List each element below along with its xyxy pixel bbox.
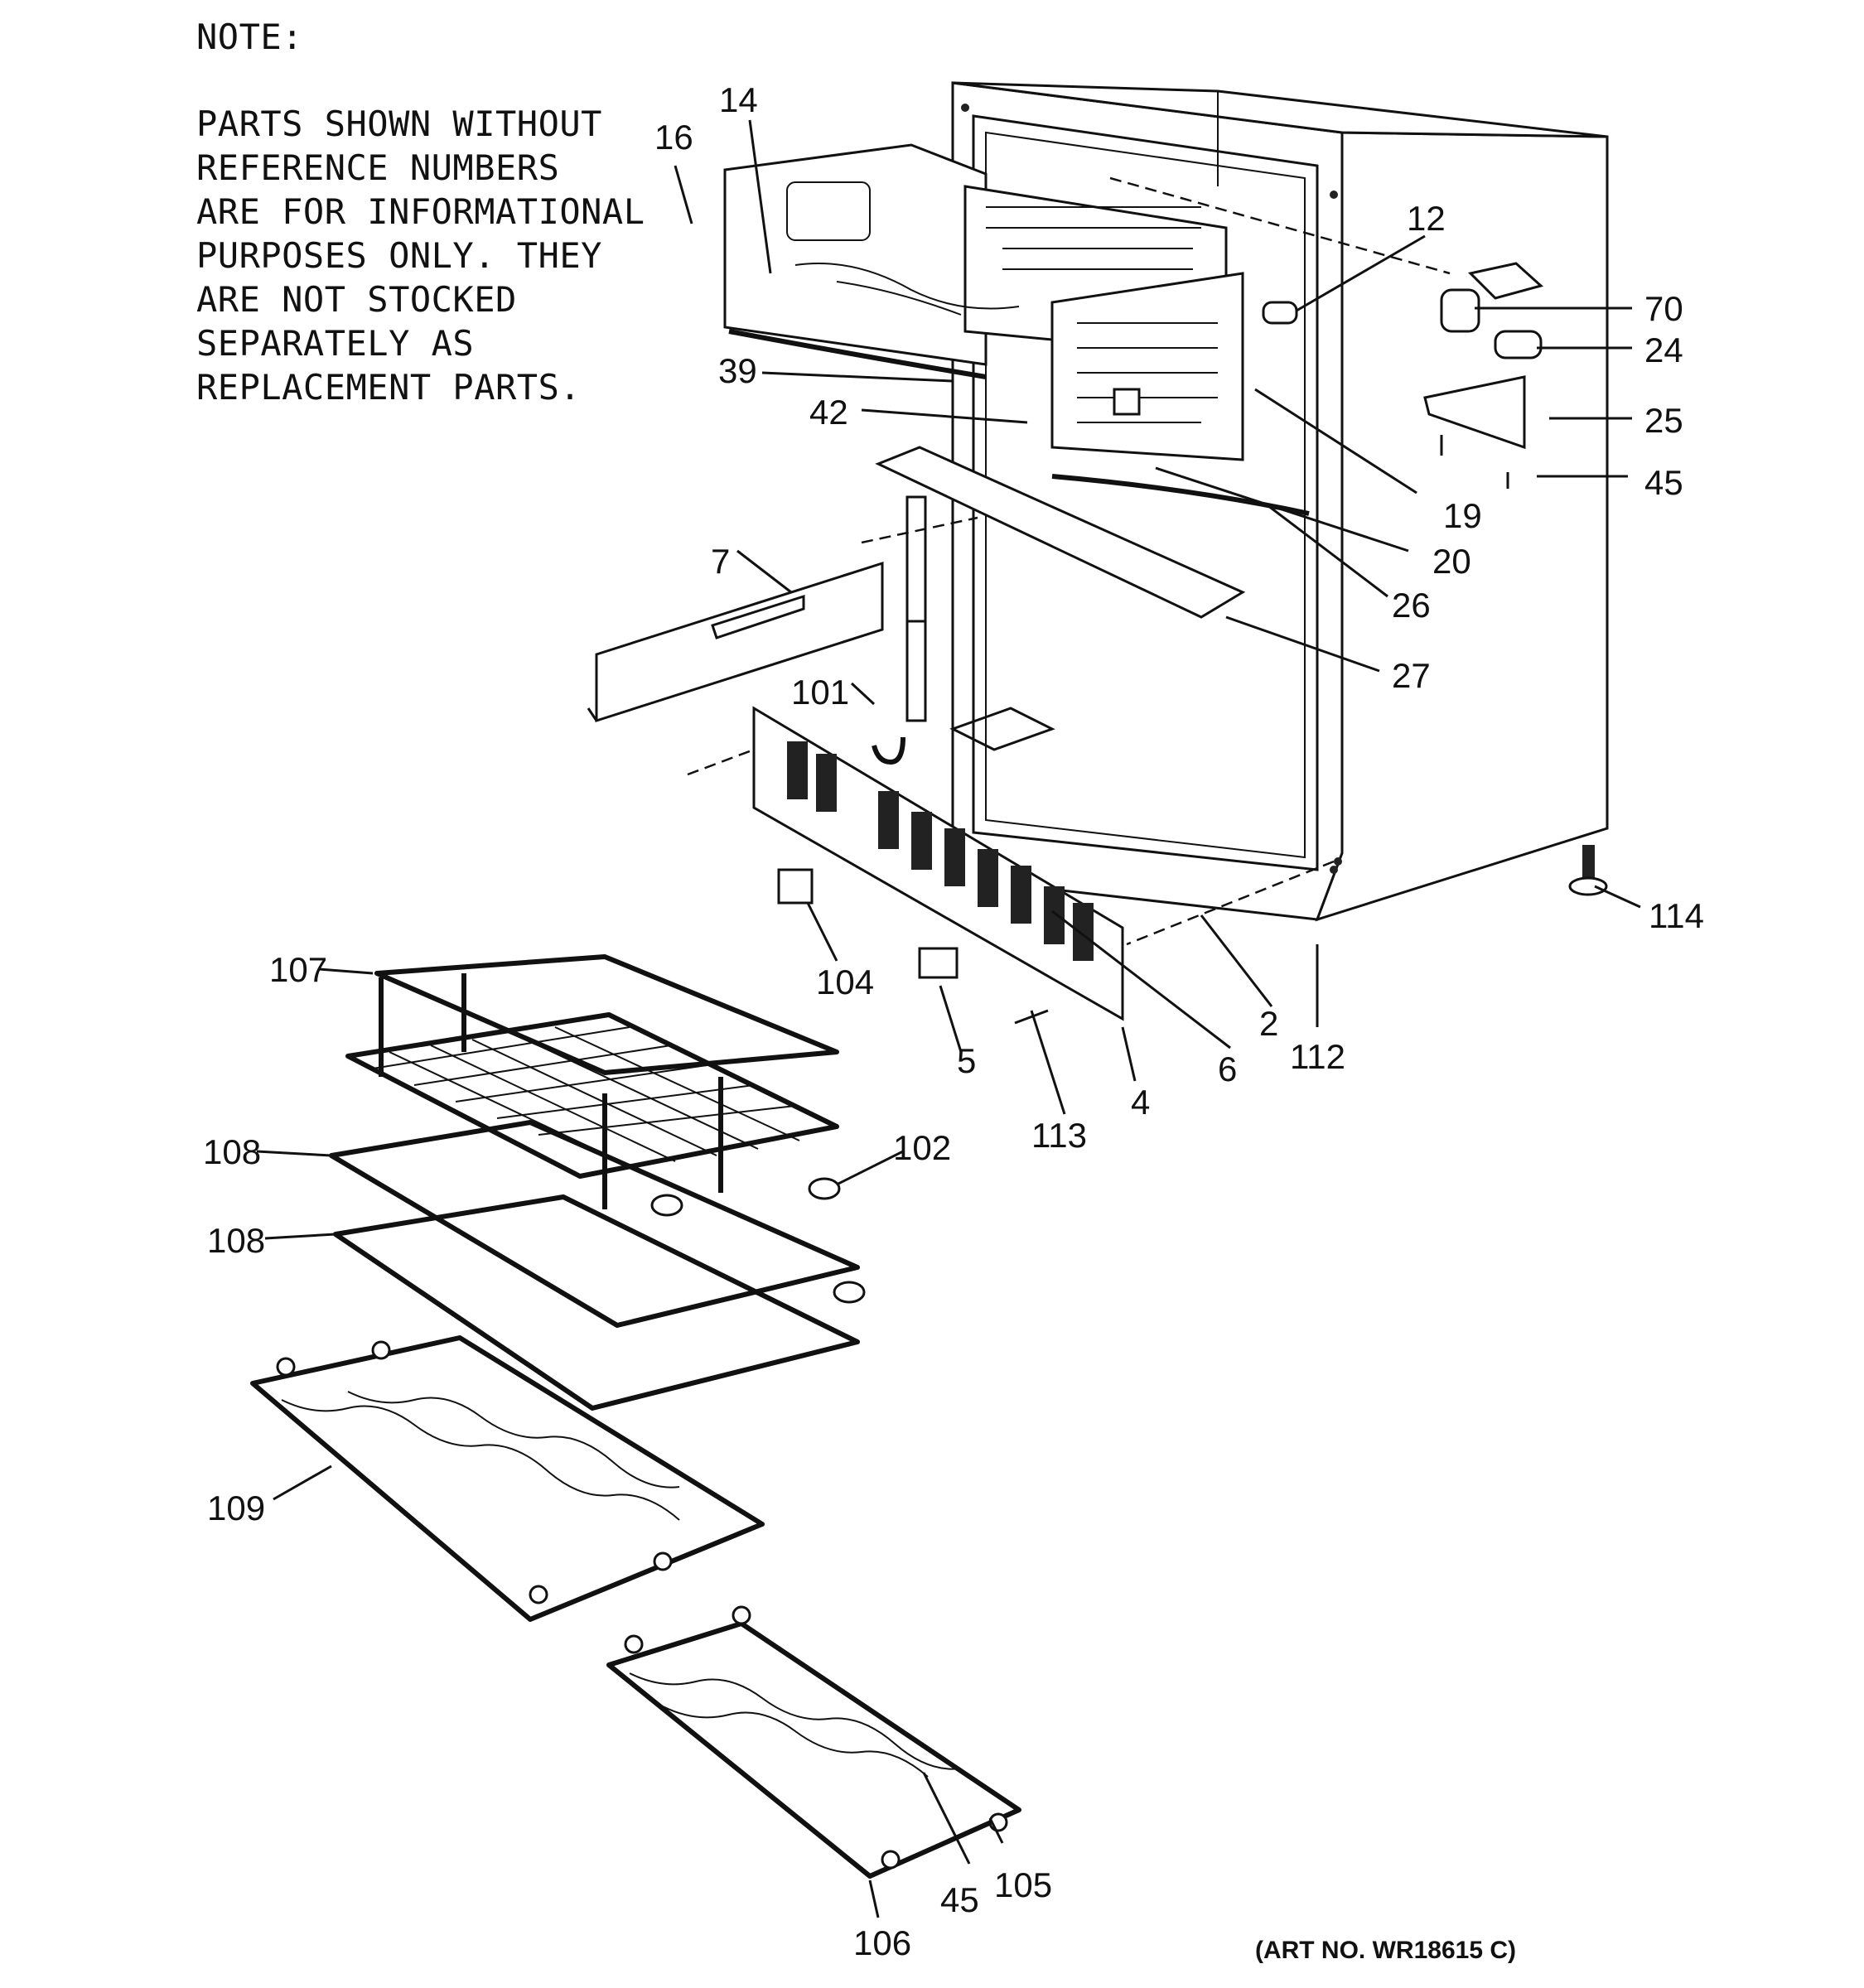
ref-105: 105 [994,1865,1052,1904]
parts-note: NOTE: PARTS SHOWN WITHOUT REFERENCE NUMB… [196,15,660,409]
ref-16: 16 [654,118,693,157]
ref-42: 42 [809,393,848,432]
evaporator-assembly [723,143,1310,516]
art-number: (ART NO. WR18615 C) [1254,1937,1516,1964]
leader-lines [256,119,1641,1918]
bracket-7 [587,516,978,723]
note-text: PARTS SHOWN WITHOUT REFERENCE NUMBERS AR… [196,104,645,408]
leveler-114 [1568,845,1608,896]
ref-7: 7 [711,542,730,581]
ref-45: 45 [1644,463,1683,502]
ref-113: 113 [1031,1116,1087,1155]
ref-109: 109 [207,1489,265,1527]
ref-25: 25 [1644,401,1683,440]
ref-6: 6 [1218,1049,1237,1088]
ref-101: 101 [791,673,849,712]
wine-rack-109 [250,1335,765,1622]
drain-trough [872,446,1246,765]
ref-112: 112 [1290,1037,1345,1076]
ref-26: 26 [1392,586,1431,625]
ref-39: 39 [718,351,757,390]
gaskets-108 [329,1120,866,1411]
ref-45-lower: 45 [940,1880,979,1919]
wine-rack-105 [606,1605,1021,1879]
ref-102: 102 [893,1128,951,1167]
ref-104: 104 [816,963,874,1001]
ref-24: 24 [1644,331,1683,369]
ref-114: 114 [1649,896,1704,935]
note-title: NOTE: [196,17,303,57]
shelf-107 [345,954,839,1209]
ref-19: 19 [1443,496,1482,535]
grille-4 [687,706,1124,1025]
ref-106: 106 [853,1923,911,1962]
ref-108-upper: 108 [203,1132,261,1171]
ref-27: 27 [1392,656,1431,695]
ref-107: 107 [269,950,327,989]
ref-14: 14 [719,80,758,119]
ref-20: 20 [1432,542,1471,581]
ref-4: 4 [1131,1083,1150,1122]
ref-12: 12 [1407,199,1446,238]
ref-70: 70 [1644,289,1683,328]
reference-numbers: 14 16 12 70 24 25 45 39 42 19 20 26 7 27… [203,80,1704,1962]
right-small-parts [1262,262,1544,489]
ref-5: 5 [957,1041,976,1080]
ref-2: 2 [1259,1004,1278,1043]
ref-108-lower: 108 [207,1221,265,1260]
